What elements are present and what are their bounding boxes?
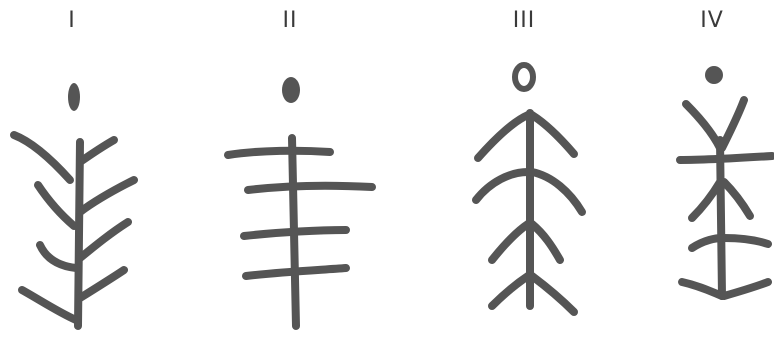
figure-1-branch bbox=[38, 185, 74, 226]
figure-1-branch bbox=[80, 180, 134, 212]
figure-1-branch bbox=[40, 245, 76, 268]
figure-3-branch bbox=[478, 115, 528, 158]
figure-1-branch bbox=[14, 135, 70, 180]
figure-4-drawing bbox=[680, 66, 772, 296]
figure-3-branch bbox=[532, 276, 574, 312]
figure-4-branch bbox=[722, 100, 744, 148]
figure-3-branch bbox=[476, 172, 528, 200]
figure-3-branch bbox=[532, 172, 582, 212]
figure-4-branch bbox=[680, 156, 772, 160]
figure-2-dot bbox=[282, 77, 300, 103]
figure-1-drawing bbox=[14, 83, 134, 326]
figure-4-branch bbox=[724, 182, 750, 216]
figure-1-branch bbox=[80, 222, 128, 258]
figure-1-dot bbox=[68, 83, 80, 111]
figure-4-branch bbox=[692, 182, 720, 218]
figure-4-dot bbox=[705, 66, 723, 84]
figure-2-branch bbox=[244, 230, 346, 236]
figure-3-branch bbox=[492, 276, 528, 306]
figure-3-dot bbox=[515, 65, 533, 89]
figure-2-branch bbox=[246, 268, 346, 276]
figure-1-branch bbox=[22, 290, 76, 320]
figure-2-drawing bbox=[228, 77, 372, 326]
figure-2-branch bbox=[228, 151, 330, 155]
figure-4-branch bbox=[724, 238, 768, 244]
figure-3-drawing bbox=[476, 65, 582, 312]
figure-4-branch bbox=[686, 104, 720, 148]
figure-3-branch bbox=[532, 224, 560, 260]
figure-1-branch bbox=[80, 270, 124, 298]
figure-3-branch bbox=[532, 115, 574, 154]
figure-1-branch bbox=[80, 140, 114, 162]
figure-4-branch bbox=[724, 282, 768, 296]
figure-3-branch bbox=[492, 224, 528, 260]
figure-4-branch bbox=[682, 282, 722, 296]
figure-4-stem bbox=[720, 140, 722, 296]
figure-2-branch bbox=[248, 186, 372, 190]
